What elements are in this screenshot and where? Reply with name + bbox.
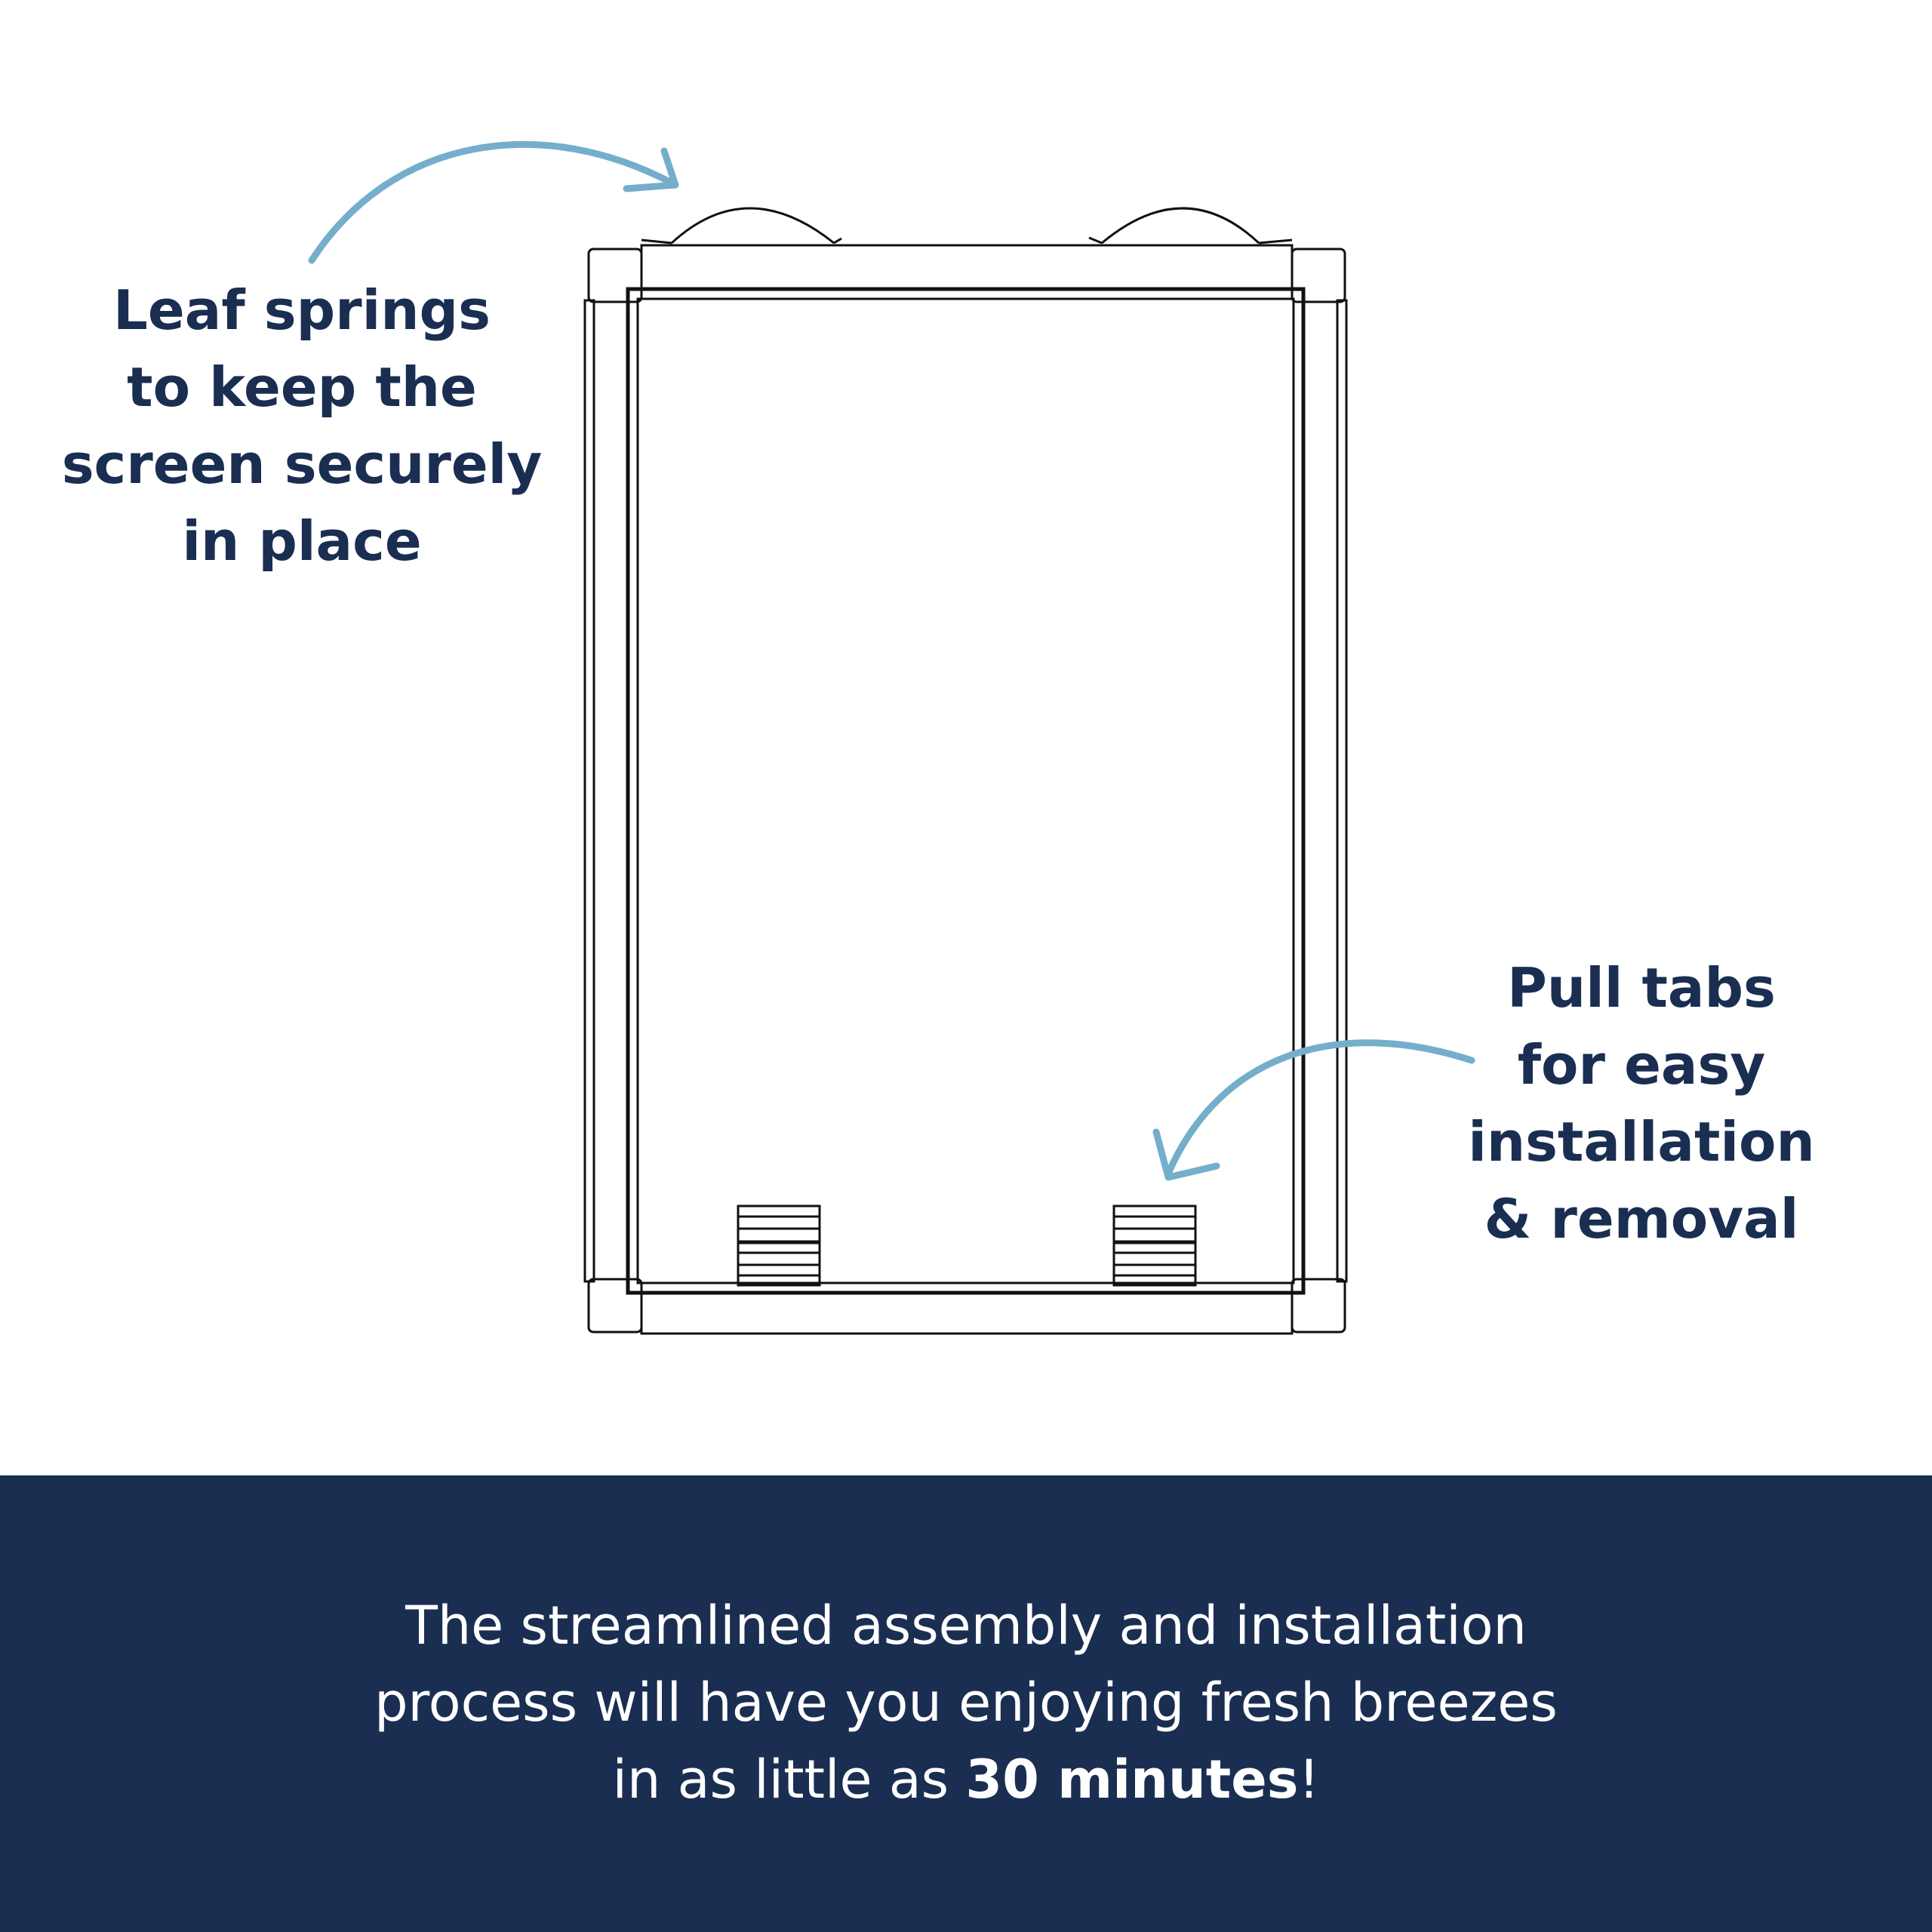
footer-banner: The streamlined assembly and installatio… bbox=[0, 1475, 1932, 1932]
frame-left-rail bbox=[583, 299, 595, 1283]
footer-line-3: in as little as 30 minutes! bbox=[0, 1741, 1932, 1818]
callout-line: Pull tabs bbox=[1507, 956, 1776, 1020]
callout-line: installation bbox=[1468, 1110, 1815, 1174]
screen-inner-frame bbox=[636, 297, 1295, 1284]
leaf-spring-right-tip bbox=[1088, 236, 1293, 245]
pull-tab-left bbox=[737, 1204, 821, 1287]
pull-tabs-callout: Pull tabs for easy installation & remova… bbox=[1449, 949, 1834, 1257]
arrow-leaf-springs bbox=[308, 140, 679, 264]
footer-line-1: The streamlined assembly and installatio… bbox=[405, 1595, 1527, 1657]
arrow-pull-tabs bbox=[1164, 1039, 1475, 1177]
callout-line: in place bbox=[182, 509, 422, 573]
leaf-spring-right bbox=[1101, 207, 1260, 245]
frame-top-left-corner bbox=[587, 248, 643, 303]
footer-line-2: process will have you enjoying fresh bre… bbox=[374, 1672, 1558, 1734]
footer-highlight: 30 minutes bbox=[965, 1749, 1299, 1810]
frame-bottom-bar bbox=[640, 1291, 1294, 1335]
callout-line: Leaf springs bbox=[113, 278, 491, 342]
arrow-leaf-springs-head bbox=[623, 147, 679, 192]
callout-line: & removal bbox=[1484, 1187, 1799, 1251]
footer-text: The streamlined assembly and installatio… bbox=[0, 1587, 1932, 1818]
pull-tab-right bbox=[1112, 1204, 1197, 1287]
leaf-springs-callout: Leaf springs to keep the screen securely… bbox=[45, 272, 558, 580]
window-screen-diagram bbox=[308, 140, 1475, 1335]
frame-bottom-right-corner bbox=[1291, 1278, 1346, 1334]
frame-top-bar bbox=[640, 244, 1294, 291]
callout-line: screen securely bbox=[61, 432, 543, 496]
arrow-pull-tabs-head bbox=[1152, 1128, 1220, 1181]
footer-line-3-prefix: in as little as bbox=[612, 1749, 966, 1810]
frame-bottom-left-corner bbox=[587, 1278, 643, 1334]
screen-outer-frame bbox=[626, 287, 1306, 1295]
leaf-spring-left bbox=[670, 207, 835, 245]
footer-line-3-suffix: ! bbox=[1298, 1749, 1320, 1810]
callout-line: to keep the bbox=[127, 355, 477, 419]
frame-top-right-corner bbox=[1291, 248, 1346, 303]
leaf-spring-left-tip bbox=[641, 237, 842, 245]
frame-right-rail bbox=[1336, 299, 1348, 1283]
callout-line: for easy bbox=[1517, 1033, 1766, 1097]
